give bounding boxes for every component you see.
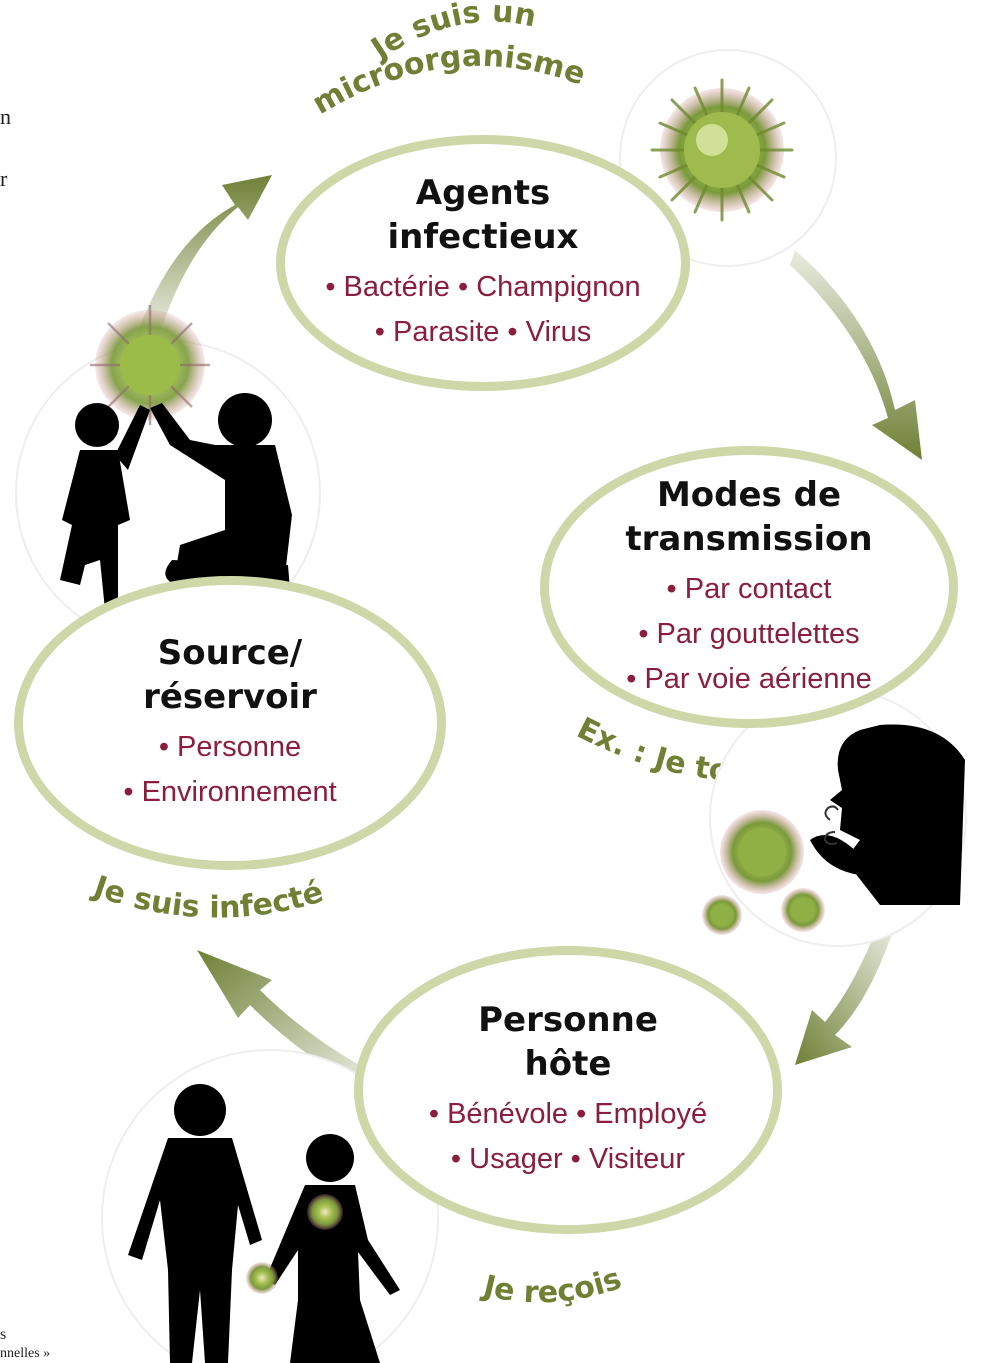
margin-fragment: r [0,166,8,191]
stage-item: • Par contact [666,572,832,605]
stage-title: Source/réservoir [143,633,317,717]
arrow-agents-to-transmission [790,250,922,460]
arrow-host-to-source [197,950,368,1085]
curved-label-left: Je suis infecté [88,869,328,926]
cough-breath-icon [823,805,839,845]
margin-fragment: nnelles » [0,1346,51,1361]
curved-label-bottom: Je reçois [478,1261,626,1310]
high-five-photo [15,305,321,646]
stage-item: • Bactérie • Champignon [325,271,641,303]
microorganism-icon [307,1194,343,1230]
margin-fragment: n [0,104,11,129]
curved-label-top-2: microorganisme [307,39,590,122]
coughing-person-icon [810,724,965,905]
margin-fragment: s [0,1326,7,1343]
microorganism-photo [619,49,837,267]
stage-item: • Parasite • Virus [374,316,592,348]
arrow-source-to-agents [135,175,272,340]
cycle-arrows [135,175,922,1085]
couple-holding-hands-icon [128,1084,400,1363]
microorganism-icon [90,305,210,425]
microorganism-icon [702,810,825,935]
stage-item: • Personne [158,731,302,763]
stage-item: • Environnement [123,776,337,808]
stage-source-reservoir: Source/réservoir • Personne • Environnem… [14,576,446,870]
microorganism-icon [650,78,794,222]
stage-item: • Bénévole • Employé [428,1098,708,1130]
stage-item: • Usager • Visiteur [450,1143,686,1175]
stage-item: • Par voie aérienne [626,662,872,695]
microorganism-icon [246,1262,278,1294]
arrow-transmission-to-host [795,925,895,1065]
coughing-photo [702,689,967,947]
couple-photo [101,1049,439,1363]
stage-item: • Par gouttelettes [638,617,860,650]
